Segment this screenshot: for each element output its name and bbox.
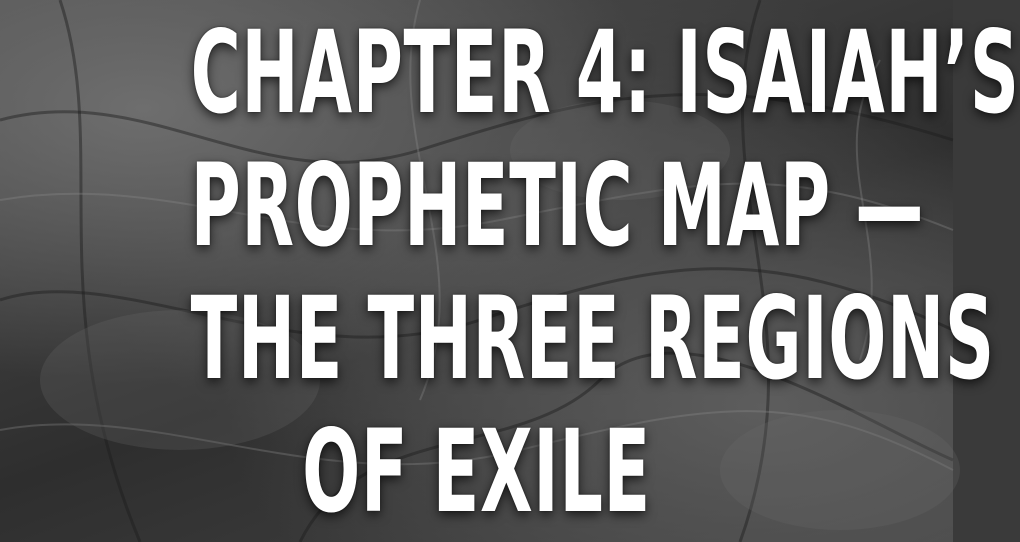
title-line-3: THE THREE REGIONS — [190, 272, 995, 405]
title-line-1: CHAPTER 4: ISAIAH’S — [190, 6, 1020, 139]
sketch-background — [0, 0, 960, 542]
title-line-2: PROPHETIC MAP — — [190, 139, 925, 272]
chapter-title: CHAPTER 4: ISAIAH’S PROPHETIC MAP — THE … — [190, 6, 1020, 538]
title-line-4: OF EXILE — [302, 405, 651, 538]
